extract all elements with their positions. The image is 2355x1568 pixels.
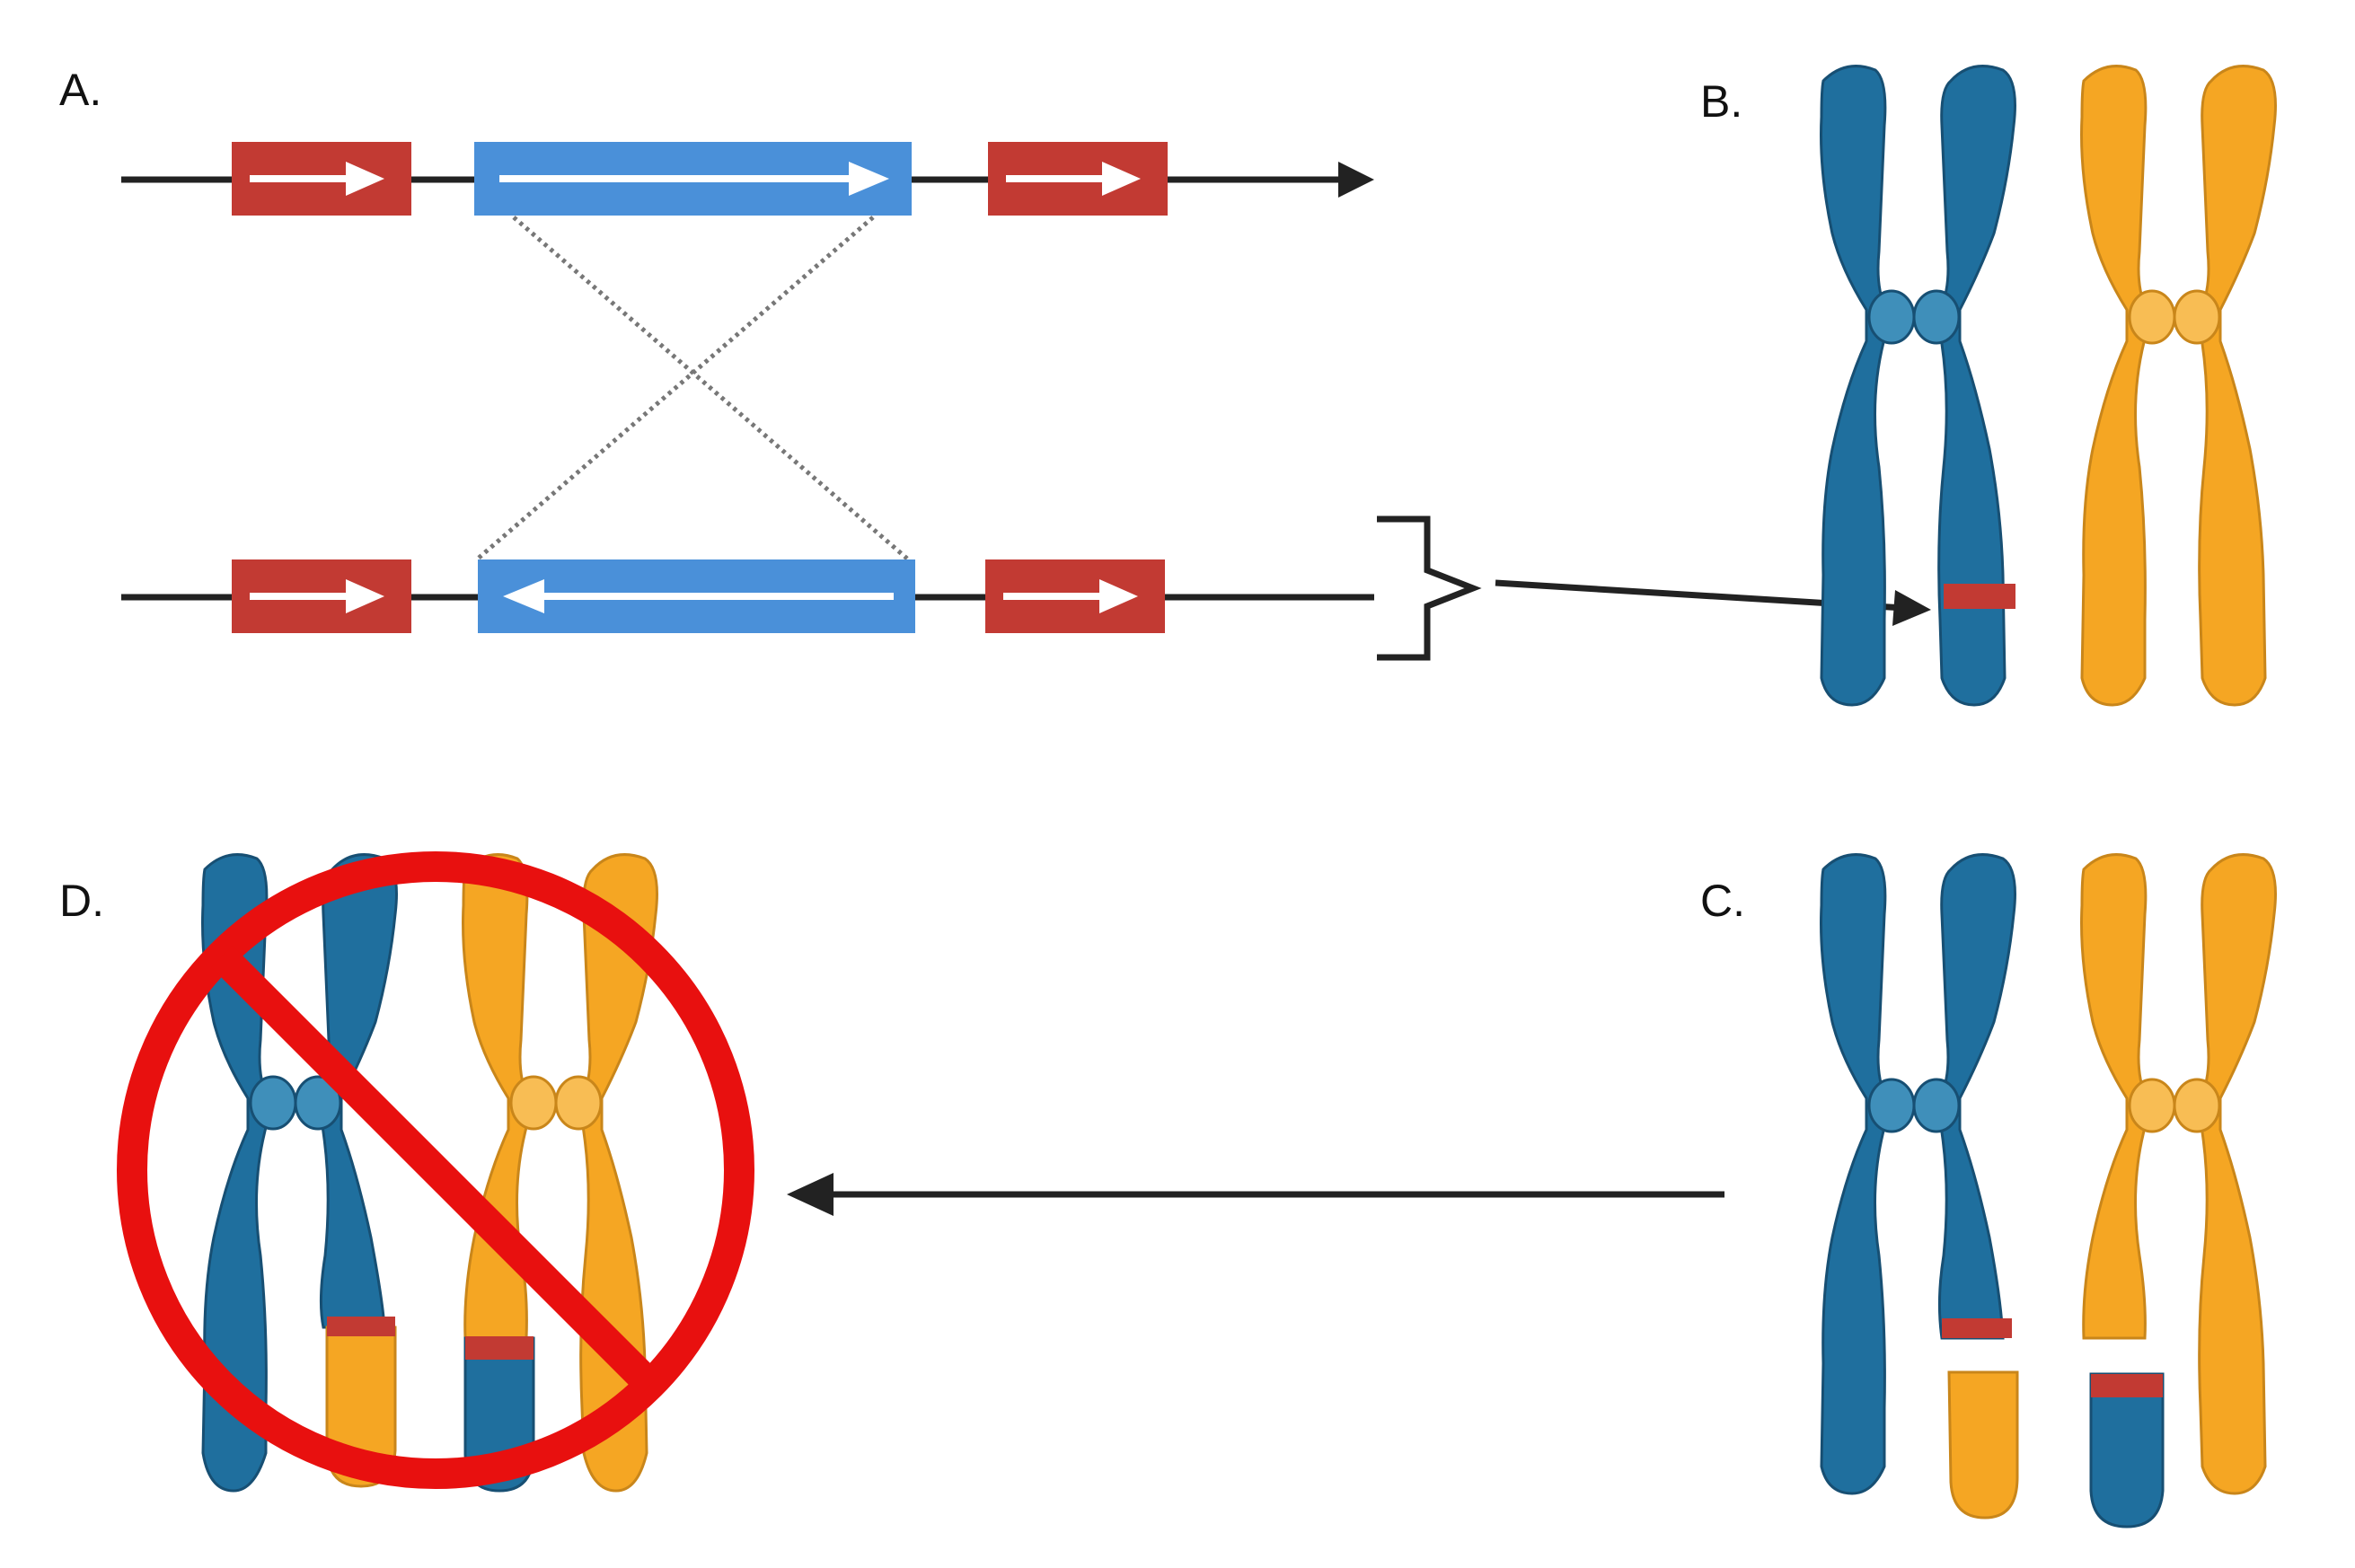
panel-a-label: A. — [59, 65, 101, 115]
centromere-right — [554, 1075, 603, 1131]
orange-chromatid-right — [2198, 65, 2277, 707]
orange-chromosome-b — [2080, 65, 2277, 707]
top-inversion-segment — [474, 142, 912, 216]
breakpoint-marker — [465, 1336, 534, 1360]
centromere-left — [1867, 1078, 1916, 1133]
centromere-left — [2128, 1078, 2176, 1133]
centromere-right — [294, 1075, 342, 1131]
panel-d: D. — [59, 851, 754, 1493]
blue-chromosome-d — [201, 853, 398, 1493]
top-repeat-left — [232, 142, 411, 216]
centromere-right — [1912, 1078, 1961, 1133]
centromere-left — [1867, 289, 1916, 345]
bottom-inverted-segment — [478, 559, 915, 633]
panel-c: C. — [1700, 853, 2277, 1528]
arrow-c-to-d — [787, 1173, 1724, 1216]
blue-chromosome-b — [1820, 65, 2016, 707]
blue-chromatid-left — [201, 853, 269, 1493]
centromere-left — [2128, 289, 2176, 345]
breakpoint-marker — [1942, 1318, 2012, 1338]
blue-chromatid-right — [1937, 65, 2016, 707]
bottom-repeat-left — [232, 559, 411, 633]
orange-fragment-swapped — [1947, 1370, 2019, 1520]
panel-b: B. — [1700, 65, 2277, 707]
blue-chromosome-c — [1820, 853, 2019, 1520]
panel-d-label: D. — [59, 876, 104, 926]
orange-chromatid-right — [2198, 853, 2277, 1495]
crossover-lines — [476, 216, 909, 560]
no-entry-sign-icon — [117, 851, 754, 1489]
blue-fragment-swapped — [2089, 1372, 2165, 1528]
centromere-left — [249, 1075, 297, 1131]
blue-chromatid-left — [1820, 65, 1888, 707]
breakpoint-marker — [327, 1317, 395, 1336]
centromere-left — [509, 1075, 558, 1131]
centromere-right — [2173, 289, 2221, 345]
panel-b-label: B. — [1700, 76, 1742, 127]
panel-c-label: C. — [1700, 876, 1745, 926]
top-repeat-right — [988, 142, 1168, 216]
centromere-right — [2173, 1078, 2221, 1133]
orange-chromatid-left-upper — [2080, 853, 2148, 1340]
strand-arrowhead — [1338, 162, 1374, 198]
orange-chromosome-c — [2080, 853, 2277, 1528]
inversion-marker — [1944, 584, 2015, 609]
orange-chromatid-left — [2080, 65, 2148, 707]
breakpoint-marker — [2091, 1374, 2163, 1397]
centromere-right — [1912, 289, 1961, 345]
blue-chromatid-left — [1820, 853, 1888, 1495]
curly-brace — [1377, 515, 1482, 661]
panel-a: A. — [59, 65, 1931, 661]
bottom-repeat-right — [985, 559, 1165, 633]
